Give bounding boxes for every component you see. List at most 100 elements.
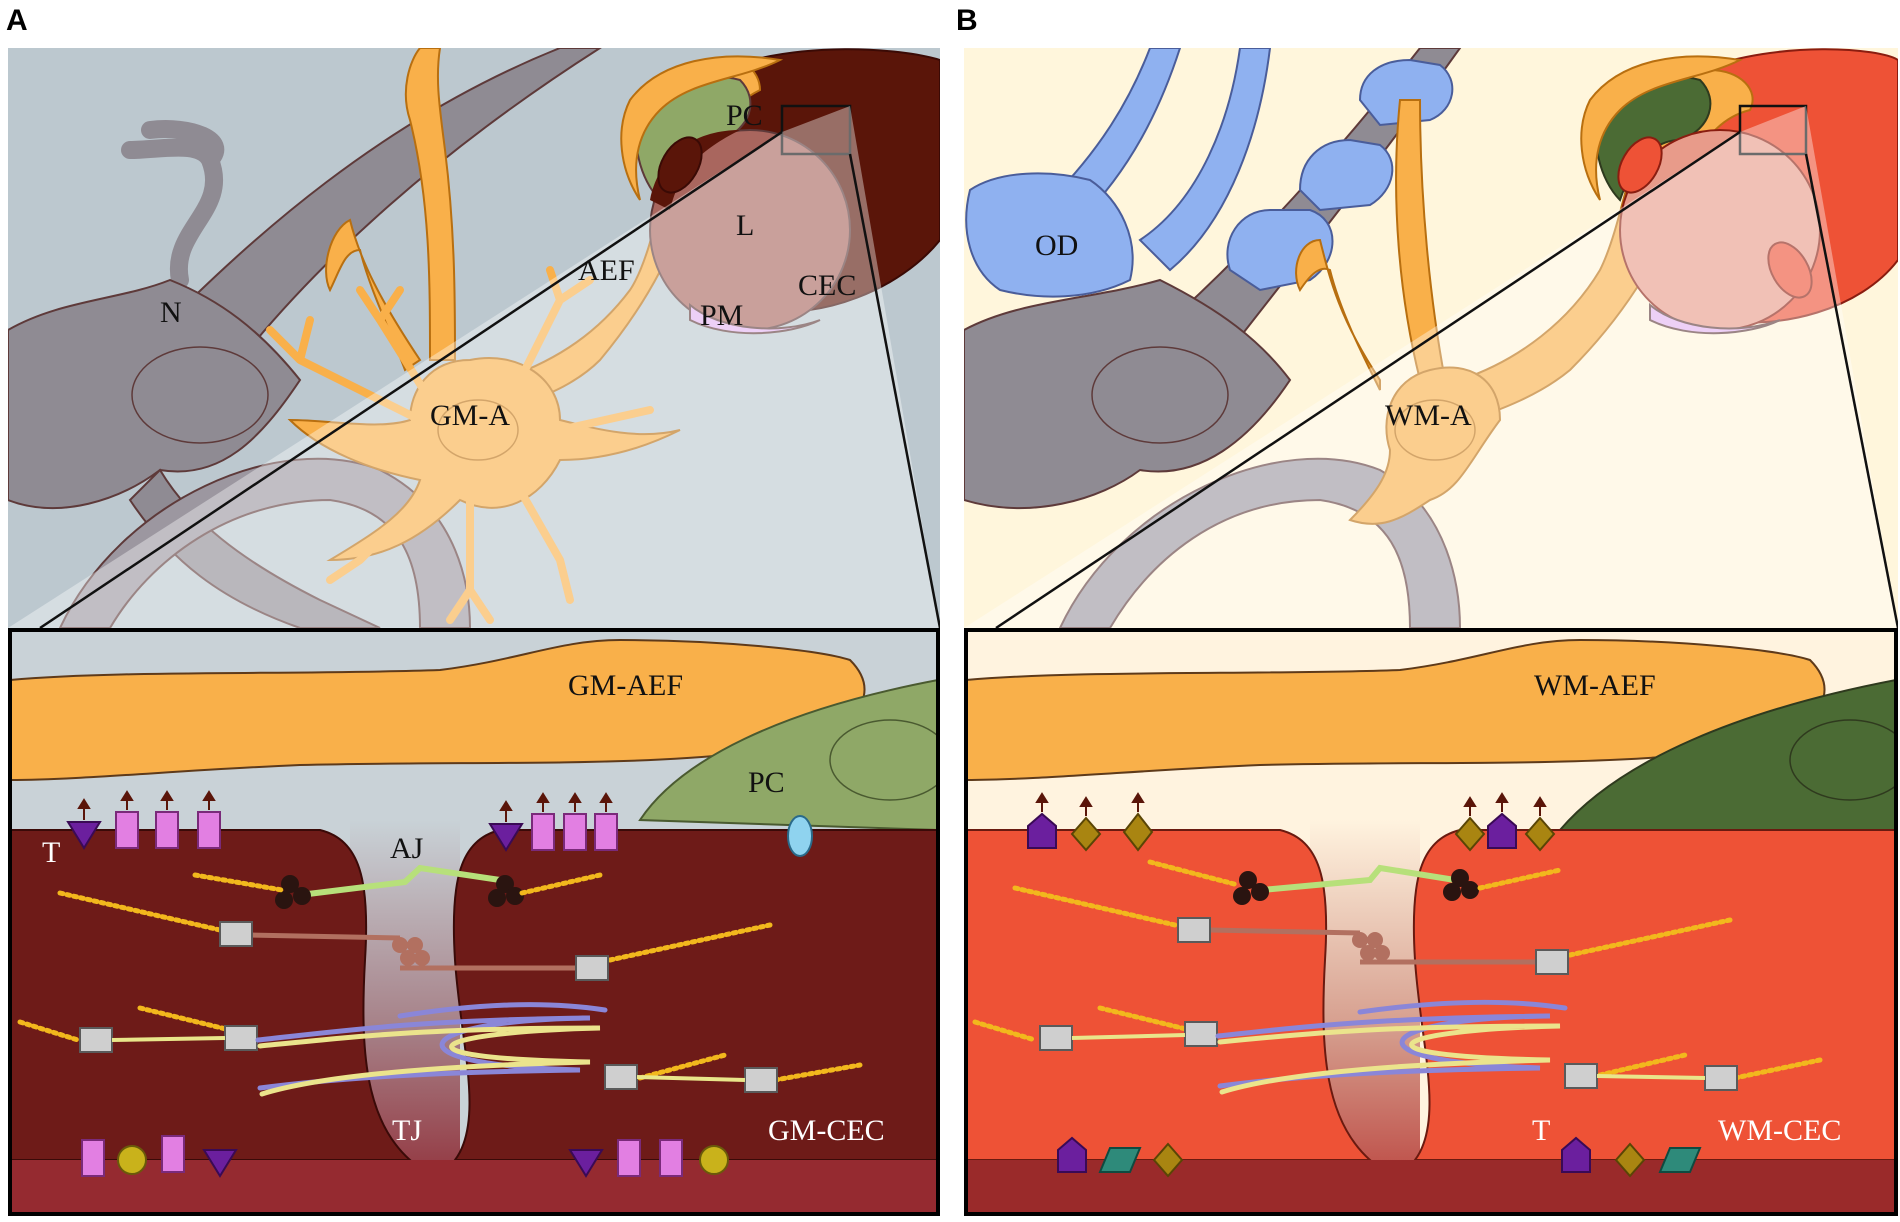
gm-aef-band (10, 638, 866, 782)
zoom-funnel-b (964, 106, 1898, 628)
transporter-rect-a3 (197, 811, 221, 849)
myelin-sheath-3 (1358, 58, 1454, 127)
label-tj-a: TJ (392, 1114, 422, 1147)
jam-rod-a-1 (249, 932, 401, 941)
junction-squares-a (79, 921, 778, 1093)
tight-junction-strands-a (255, 1002, 608, 1097)
transporter-diamond-b6 (1614, 1142, 1646, 1178)
endothelial-b-nucleus-b (1767, 241, 1813, 299)
label-od: OD (1035, 229, 1078, 262)
jam-beads-a (392, 937, 430, 966)
endfoot-b-cap (1580, 55, 1744, 201)
oligodendrocyte-process (1048, 48, 1182, 222)
zoom-frame-b (964, 628, 1898, 1216)
jam-beads-b (1352, 932, 1390, 961)
astrocyte-endfoot-left (325, 218, 422, 372)
transporter-circle-a2 (699, 1145, 729, 1175)
transporter-rect-a7 (81, 1139, 105, 1177)
adherens-junction-a (299, 864, 501, 898)
oligodendrocyte-soma (965, 172, 1134, 298)
wm-cec-left (966, 829, 1373, 1161)
transporters-bottom-b (1057, 1136, 1702, 1178)
endfoot-cap (620, 55, 784, 201)
neuron-b-soma (964, 278, 1292, 510)
transporters-top-a (66, 790, 813, 857)
astrocyte-nucleus (437, 399, 519, 461)
label-wm-aef: WM-AEF (1534, 669, 1656, 702)
transporter-triangle-a4 (568, 1149, 604, 1178)
transporter-rect-a2 (155, 811, 179, 849)
catenin-cluster-right-a (488, 875, 524, 907)
myelin-sheath-2 (1298, 138, 1394, 212)
basal-layer-a (10, 1160, 938, 1214)
panel-a-zoom: GM-AEF PC T AJ TJ GM-CEC (10, 630, 938, 1214)
pericyte-zoom-b-nucleus (1789, 719, 1896, 801)
label-pm: PM (700, 299, 743, 332)
panel-a-overview: N GM-A AEF PC L CEC PM (8, 48, 940, 628)
zoom-funnel-a (8, 106, 940, 628)
transporter-diamond-b1 (1070, 816, 1102, 852)
claudin-rod-b-2 (1596, 1074, 1706, 1080)
zoom-line-b-right (1804, 153, 1898, 628)
label-pc: PC (726, 99, 763, 132)
neuron-spine (121, 120, 225, 289)
jam-rod-b-1 (1209, 927, 1361, 936)
actin-filaments-b (972, 859, 1823, 1081)
adherens-junction-b (1261, 864, 1456, 893)
gm-cec-left (10, 829, 413, 1161)
neuron-process-lower (58, 457, 472, 628)
neuron-b-process-lower (1058, 457, 1462, 628)
transporter-rect-a10 (659, 1139, 683, 1177)
label-aef: AEF (578, 254, 635, 287)
transporter-diamond-b4 (1524, 816, 1556, 852)
pericyte-membrane (689, 302, 821, 335)
wm-aef-band (966, 638, 1826, 782)
transporter-pentagon-b3 (1057, 1136, 1087, 1173)
transporter-rect-a6 (594, 813, 618, 851)
transporter-circle-a1 (117, 1145, 147, 1175)
label-aj-a: AJ (390, 832, 424, 865)
transporter-rect-a8 (161, 1135, 185, 1173)
label-cec: CEC (798, 269, 856, 302)
panel-letter-b: B (956, 4, 978, 37)
wm-cec-right (1412, 829, 1896, 1161)
efflux-arrows-top-b (1035, 792, 1547, 816)
catenin-cluster-right-b (1443, 869, 1479, 901)
pericyte-zoom-a (638, 678, 938, 832)
catenin-cluster-left-b (1233, 871, 1269, 905)
astrocyte-b-endfoot-left (1295, 238, 1381, 391)
label-n: N (160, 296, 182, 329)
zoom-line-a-right (848, 153, 940, 628)
transporter-diamond-b5 (1152, 1142, 1184, 1178)
label-gm-cec: GM-CEC (768, 1114, 885, 1147)
label-gm-a: GM-A (430, 399, 510, 432)
label-l: L (736, 209, 754, 242)
oligodendrocyte-process-2 (1138, 48, 1272, 272)
astrocyte-b-nucleus (1394, 399, 1476, 461)
zoom-box-a (780, 104, 852, 156)
transporter-pentagon-b4 (1561, 1136, 1591, 1173)
panel-letter-a: A (6, 4, 28, 37)
panel-b-overview: OD WM-A (964, 48, 1898, 628)
label-gm-aef: GM-AEF (568, 669, 683, 702)
junction-squares-b (1039, 917, 1738, 1091)
transporter-triangle-a3 (202, 1149, 238, 1178)
transporter-parallelogram-b2 (1658, 1147, 1702, 1173)
zoom-line-a-left (39, 130, 783, 628)
transporter-rect-a5 (563, 813, 587, 851)
endothelial-b-nucleus-a (1617, 136, 1663, 194)
astrocyte-b-process-up (1395, 99, 1447, 381)
transporter-pentagon-b2 (1487, 812, 1517, 849)
transporters-top-b (1027, 792, 1556, 852)
label-wm-cec: WM-CEC (1718, 1114, 1841, 1147)
gm-cec-right (452, 829, 938, 1161)
neuron-soma (8, 278, 302, 509)
transporters-bottom-a (81, 1135, 729, 1178)
catenin-cluster-left-a (275, 875, 311, 909)
neuron-b-nucleus (1091, 346, 1229, 444)
transporter-diamond-b2 (1122, 812, 1154, 852)
pericyte-zoom-b (1557, 678, 1896, 831)
label-t-b: T (1532, 1114, 1550, 1147)
claudin-rod-a-2 (636, 1075, 746, 1082)
